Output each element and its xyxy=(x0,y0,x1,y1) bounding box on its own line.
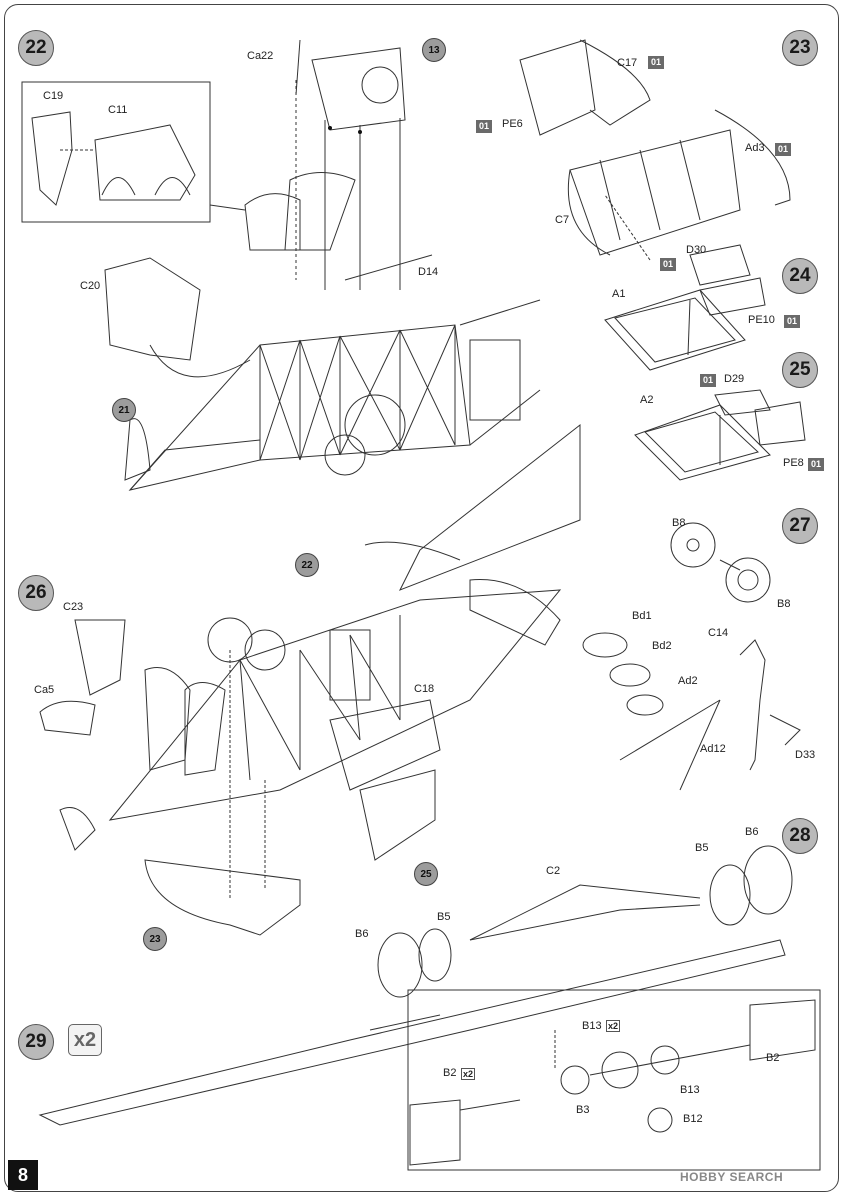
label-B13-bottom: B13 xyxy=(680,1084,700,1096)
label-Ad12: Ad12 xyxy=(700,743,726,755)
step-23-marker: 23 xyxy=(782,30,818,66)
label-PE6: PE6 xyxy=(502,118,523,130)
label-B6-right: B6 xyxy=(745,826,759,838)
label-Ca22: Ca22 xyxy=(247,50,274,62)
step-29-quantity-x2: x2 xyxy=(68,1024,102,1056)
label-B5-right: B5 xyxy=(695,842,709,854)
step-22-marker: 22 xyxy=(18,30,54,66)
label-C20: C20 xyxy=(80,280,101,292)
label-C11: C11 xyxy=(108,104,128,116)
quantity-B13-top: x2 xyxy=(606,1020,621,1032)
label-D14: D14 xyxy=(418,266,439,278)
label-D33: D33 xyxy=(795,749,816,761)
label-B5-left: B5 xyxy=(437,911,451,923)
ref-step-23: 23 xyxy=(143,927,167,951)
label-Ad3: Ad3 xyxy=(745,142,765,154)
inset-box-c19-c11 xyxy=(21,81,211,223)
badge-PE6: 01 xyxy=(476,120,493,133)
label-B12: B12 xyxy=(683,1113,703,1125)
label-D29: D29 xyxy=(724,373,745,385)
label-D30: D30 xyxy=(686,244,707,256)
label-PE10: PE10 xyxy=(748,314,775,326)
label-A2: A2 xyxy=(640,394,654,406)
quantity-B2-left: x2 xyxy=(461,1068,476,1080)
label-C7: C7 xyxy=(555,214,570,226)
badge-D29: 01 xyxy=(700,374,717,387)
badge-D30: 01 xyxy=(660,258,677,271)
badge-PE10: 01 xyxy=(784,315,801,328)
step-24-marker: 24 xyxy=(782,258,818,294)
label-C23: C23 xyxy=(63,601,84,613)
label-C2: C2 xyxy=(546,865,561,877)
step-26-marker: 26 xyxy=(18,575,54,611)
label-B6-left: B6 xyxy=(355,928,369,940)
page-number: 8 xyxy=(8,1160,38,1190)
label-B2-right: B2 xyxy=(766,1052,780,1064)
label-PE8: PE8 xyxy=(783,457,804,469)
badge-PE8: 01 xyxy=(808,458,825,471)
label-B13-top: B13 xyxy=(582,1020,602,1032)
inset-box-rotor-hub xyxy=(407,989,821,1171)
ref-step-13: 13 xyxy=(422,38,446,62)
step-29-marker: 29 xyxy=(18,1024,54,1060)
label-C17: C17 xyxy=(617,57,638,69)
label-B3: B3 xyxy=(576,1104,590,1116)
ref-step-21: 21 xyxy=(112,398,136,422)
label-Ca5: Ca5 xyxy=(34,684,55,696)
label-C18: C18 xyxy=(414,683,435,695)
label-B8-left: B8 xyxy=(672,517,686,529)
step-27-marker: 27 xyxy=(782,508,818,544)
label-Bd2: Bd2 xyxy=(652,640,672,652)
label-B8-right: B8 xyxy=(777,598,791,610)
page-frame xyxy=(4,4,839,1192)
badge-C17: 01 xyxy=(648,56,665,69)
ref-step-22: 22 xyxy=(295,553,319,577)
label-C19: C19 xyxy=(43,90,64,102)
label-B2-left: B2 xyxy=(443,1067,457,1079)
step-25-marker: 25 xyxy=(782,352,818,388)
label-C14: C14 xyxy=(708,627,729,639)
label-Ad2: Ad2 xyxy=(678,675,698,687)
ref-step-25: 25 xyxy=(414,862,438,886)
label-A1: A1 xyxy=(612,288,626,300)
watermark: HOBBY SEARCH xyxy=(680,1170,784,1184)
badge-Ad3: 01 xyxy=(775,143,792,156)
step-28-marker: 28 xyxy=(782,818,818,854)
label-Bd1: Bd1 xyxy=(632,610,652,622)
